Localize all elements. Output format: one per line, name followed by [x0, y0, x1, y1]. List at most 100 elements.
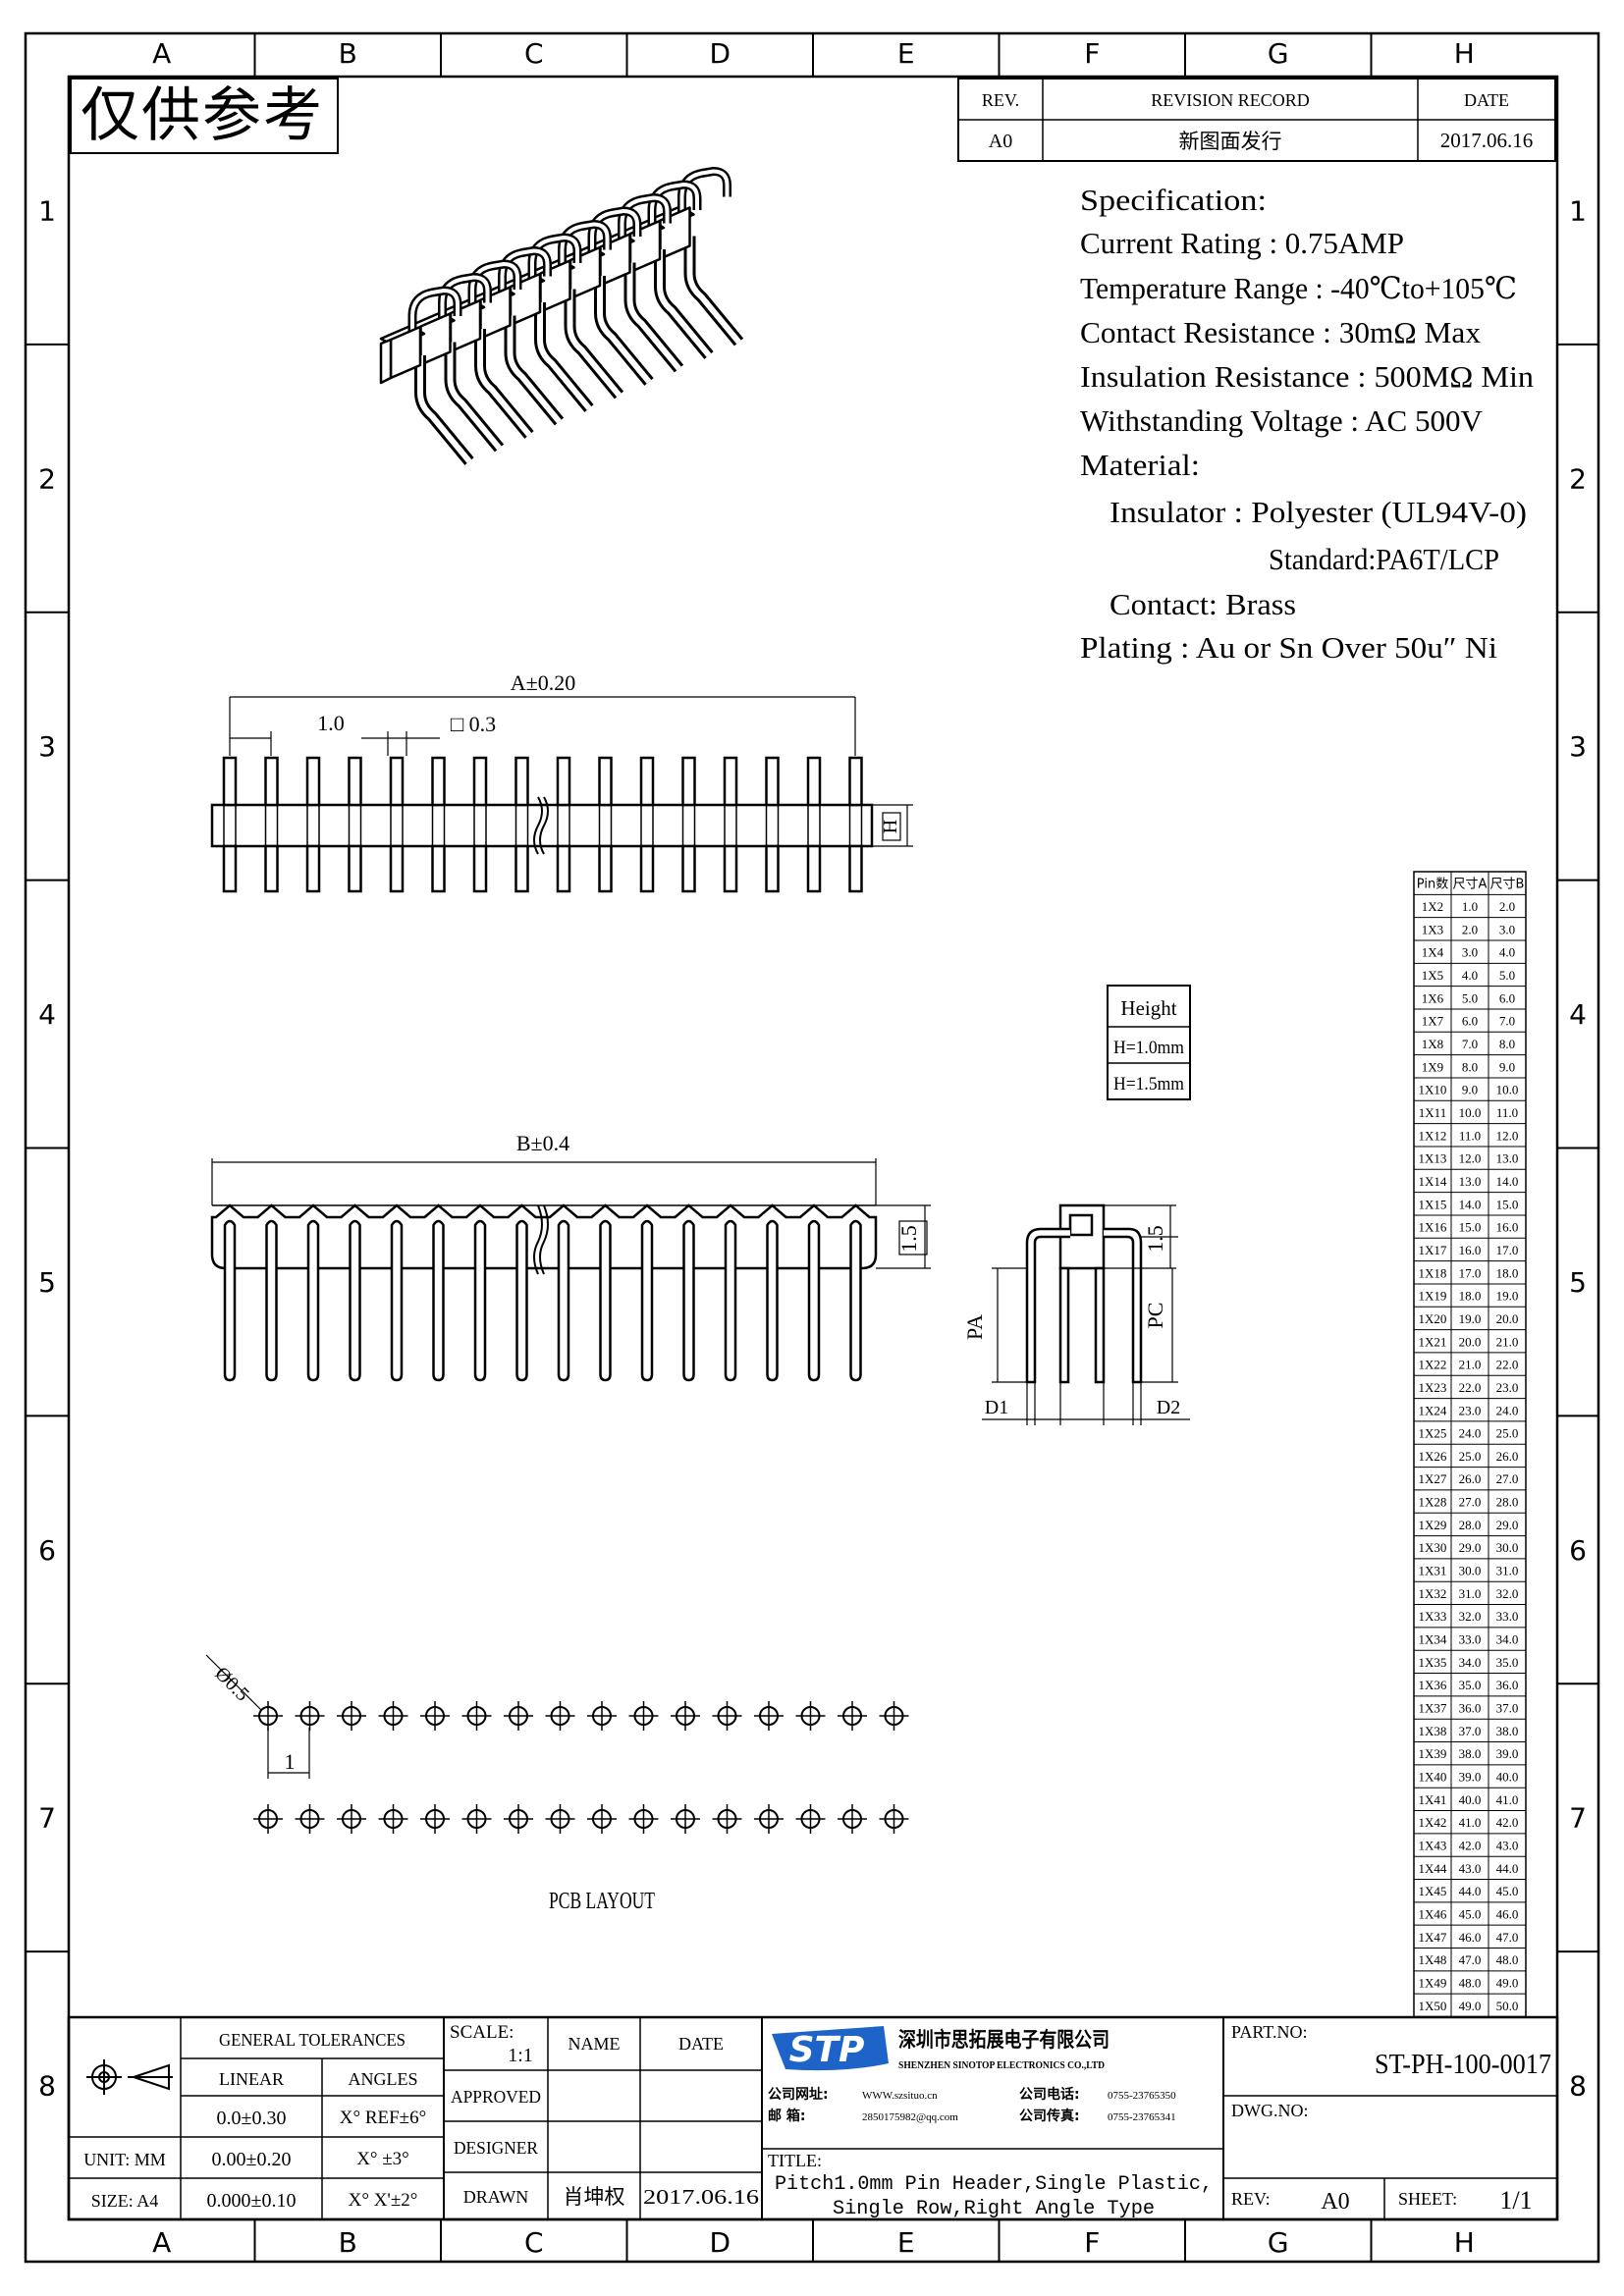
- size-table-cell: 43.0: [1459, 1861, 1482, 1876]
- front-pin-top: [264, 756, 279, 807]
- zone-col-E-bottom: E: [897, 2226, 915, 2259]
- side-pin: [724, 1219, 737, 1382]
- zone-row-6-right: 6: [1569, 1534, 1587, 1567]
- size-table-cell: 4.0: [1499, 945, 1515, 960]
- dim-1-5-label: 1.5: [896, 1225, 921, 1253]
- size-table-cell: 32.0: [1459, 1609, 1482, 1624]
- size-table-cell: 1X33: [1419, 1609, 1447, 1624]
- profile-pin-center: [1094, 1266, 1106, 1384]
- size-table-cell: 49.0: [1459, 1999, 1482, 2013]
- profile-pin-right: [1104, 1227, 1143, 1384]
- front-pin-top: [639, 756, 655, 807]
- size-table-cell: 1X31: [1419, 1564, 1447, 1578]
- zone-col-H-bottom: H: [1454, 2226, 1475, 2259]
- size-table-cell: 33.0: [1496, 1609, 1519, 1624]
- size-table-cell: 23.0: [1496, 1380, 1519, 1395]
- size-table-cell: 11.0: [1459, 1128, 1481, 1143]
- spec-plating: Plating : Au or Sn Over 50u″ Ni: [1080, 630, 1497, 665]
- size-table-cell: 43.0: [1496, 1839, 1519, 1853]
- zone-row-7-right: 7: [1569, 1802, 1587, 1835]
- size-table-cell: 27.0: [1496, 1471, 1519, 1486]
- size-table-cell: 38.0: [1496, 1724, 1519, 1738]
- size-table-cell: 1X12: [1419, 1128, 1447, 1143]
- size-table-cell: 42.0: [1459, 1839, 1482, 1853]
- size-table-cell: 23.0: [1459, 1403, 1482, 1417]
- tol-linear-2: 0.00±0.20: [212, 2149, 292, 2170]
- zone-col-F-bottom: F: [1084, 2226, 1100, 2259]
- size-table-cell: 8.0: [1462, 1059, 1478, 1074]
- size-table-cell: 29.0: [1459, 1540, 1482, 1555]
- size-table-cell: 13.0: [1459, 1174, 1482, 1189]
- specification-block: Specification: Current Rating : 0.75AMP …: [1080, 183, 1535, 665]
- size-table-cell: 1X50: [1419, 1999, 1447, 2013]
- unit-label: UNIT: MM: [83, 2150, 166, 2169]
- spec-contact-resistance: Contact Resistance : 30mΩ Max: [1080, 315, 1482, 349]
- side-pin: [766, 1219, 779, 1382]
- size-table-cell: 7.0: [1499, 1014, 1515, 1029]
- size-table-cell: 25.0: [1459, 1449, 1482, 1464]
- size-table-cell: 34.0: [1496, 1632, 1519, 1647]
- size-table-cell: 26.0: [1496, 1449, 1519, 1464]
- size-table-cell: 13.0: [1496, 1151, 1519, 1166]
- size-table-cell: 5.0: [1462, 990, 1478, 1005]
- revision-block: REV. REVISION RECORD DATE A0 新图面发行 2017.…: [957, 78, 1556, 162]
- phone-value: 0755-23765350: [1108, 2090, 1176, 2102]
- date-column-header: DATE: [678, 2034, 724, 2054]
- size-label: SIZE: A4: [91, 2191, 159, 2211]
- iso-pin-tail-fill: [657, 249, 712, 357]
- size-table-cell: 3.0: [1462, 945, 1478, 960]
- spec-standard: Standard:PA6T/LCP: [1269, 542, 1499, 576]
- size-table-cell: 39.0: [1459, 1770, 1482, 1785]
- dim-d1-label: D1: [985, 1397, 1008, 1418]
- dim-a-label: A±0.20: [511, 670, 575, 695]
- size-table-cell: 31.0: [1496, 1564, 1519, 1578]
- size-table-cell: 34.0: [1459, 1655, 1482, 1670]
- front-pin-bottom: [639, 844, 655, 893]
- profile-view-dimensions: 1.5 PA PC D1 D2: [962, 1225, 1180, 1418]
- side-break-mark: [533, 1204, 543, 1275]
- size-table-cell: 1X14: [1419, 1174, 1447, 1189]
- size-table-cell: 11.0: [1496, 1105, 1518, 1120]
- front-pin-bottom: [765, 844, 780, 893]
- size-table-cell: 21.0: [1459, 1358, 1482, 1372]
- front-pin-top: [765, 756, 780, 807]
- front-break-mark: [533, 796, 543, 855]
- size-table-cell: 16.0: [1496, 1220, 1519, 1235]
- size-table-cell: 8.0: [1499, 1037, 1515, 1051]
- size-table-cell: 1X43: [1419, 1839, 1447, 1853]
- zone-col-B-top: B: [339, 37, 357, 70]
- size-table-cell: 47.0: [1459, 1952, 1482, 1967]
- front-pin-top: [305, 756, 321, 807]
- iso-pin-tail-fill: [597, 276, 652, 384]
- size-table-cell: 1X8: [1422, 1037, 1443, 1051]
- dim-pa-label: PA: [962, 1314, 987, 1340]
- size-table-cell: 30.0: [1459, 1564, 1482, 1578]
- pcb-layout-labels: Ø0.5 1 PCB LAYOUT: [210, 1663, 655, 1914]
- front-view: [210, 696, 913, 893]
- size-table-cell: 1X11: [1419, 1105, 1446, 1120]
- size-table-cell: 12.0: [1496, 1128, 1519, 1143]
- size-table-cell: 45.0: [1459, 1907, 1482, 1922]
- size-table-cell: 1X24: [1419, 1403, 1447, 1417]
- title-label: TITLE:: [768, 2151, 822, 2170]
- size-table-cell: 35.0: [1496, 1655, 1519, 1670]
- size-table-cell: 1X4: [1422, 945, 1444, 960]
- size-table-cell: 1X30: [1419, 1540, 1447, 1555]
- size-table-cell: 17.0: [1459, 1265, 1482, 1280]
- size-table-cell: 4.0: [1462, 968, 1478, 983]
- size-table-cell: 1X7: [1422, 1014, 1444, 1029]
- side-pin: [640, 1219, 654, 1382]
- size-table-cell: 20.0: [1496, 1311, 1519, 1326]
- reference-stamp: 仅供参考: [81, 81, 324, 150]
- side-pin: [557, 1219, 570, 1382]
- side-housing: [210, 1203, 878, 1270]
- zone-col-H-top: H: [1454, 37, 1475, 70]
- spec-insulation-resistance: Insulation Resistance : 500MΩ Min: [1080, 359, 1535, 394]
- iso-pin-tail-fill: [567, 289, 622, 398]
- fax-label: 公司传真:: [1019, 2108, 1080, 2124]
- size-table-cell: 36.0: [1496, 1678, 1519, 1692]
- size-table-cell: 41.0: [1496, 1792, 1519, 1807]
- dim-h-box: [882, 812, 901, 841]
- size-table-cell: 1X49: [1419, 1976, 1447, 1991]
- height-title: Height: [1120, 996, 1176, 1020]
